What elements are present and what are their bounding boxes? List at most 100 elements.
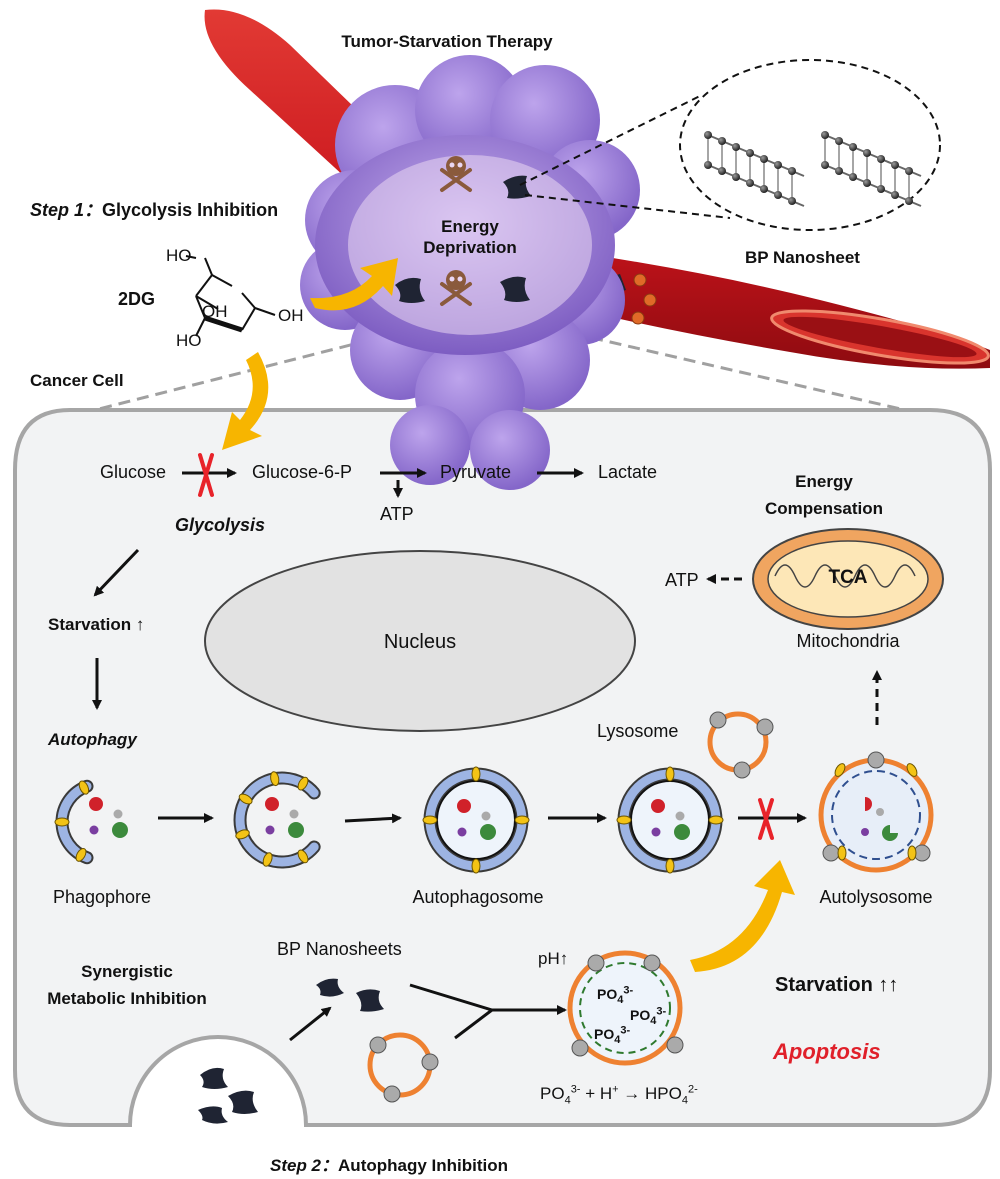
- nanosheet-zoom-ellipse: [679, 59, 941, 231]
- left-flow-arrows: [92, 548, 140, 710]
- membrane-protein: [270, 771, 280, 787]
- bp-nanosheet-icon: [395, 175, 531, 303]
- autophagosome: [422, 766, 530, 874]
- bp-nanosheets-label: BP Nanosheets: [277, 939, 402, 959]
- zoom-guide-line: [519, 94, 703, 186]
- cargo-green-dot: [480, 824, 496, 840]
- membrane-protein: [297, 776, 309, 791]
- 2dg-ho-top: HO: [166, 246, 192, 265]
- lysosome: [707, 711, 774, 779]
- yellow-arrow-to-autolysosome: [690, 860, 795, 972]
- glucose-6-p-label: Glucose-6-P: [252, 462, 353, 482]
- tca-label: TCA: [828, 567, 868, 588]
- phagophore-extending: [233, 771, 321, 869]
- energy-compensation-line2: Compensation: [764, 499, 884, 518]
- phosphate-ion-1: PO43-: [597, 984, 634, 1006]
- membrane-protein: [297, 849, 309, 864]
- 2dg-ho-bottom: HO: [176, 331, 202, 350]
- 2dg-label: 2DG: [118, 289, 156, 309]
- membrane-protein: [422, 815, 438, 825]
- atp-mito-label: ATP: [665, 570, 699, 590]
- cargo-green-dot: [288, 822, 304, 838]
- atp-glycolysis-label: ATP: [380, 504, 414, 524]
- deprivation-label: Deprivation: [423, 238, 517, 257]
- autophagy-label: Autophagy: [48, 730, 137, 749]
- zoom-guide-line: [479, 310, 906, 412]
- tumor-mass: [300, 55, 640, 490]
- skull-icon: [440, 270, 472, 306]
- cargo-red-dot: [651, 799, 665, 813]
- apoptosis-label: Apoptosis: [773, 1039, 881, 1064]
- lactate-label: Lactate: [598, 462, 658, 482]
- cargo-purple-dot: [457, 827, 467, 837]
- mitochondria-label: Mitochondria: [796, 631, 900, 651]
- membrane-protein: [471, 858, 481, 874]
- membrane-protein: [471, 766, 481, 782]
- membrane-protein: [238, 793, 253, 805]
- lysosome-small: [367, 1032, 439, 1103]
- step1-label: Step 1：Glycolysis Inhibition: [30, 200, 279, 220]
- cargo-purple-dot: [265, 825, 275, 835]
- 2dg-structure: [185, 255, 276, 337]
- synergistic-label: Synergistic: [81, 962, 173, 981]
- figure-title: Tumor-Starvation Therapy: [341, 32, 553, 51]
- stage-arrows: [158, 813, 807, 824]
- lysosome-buffered: [567, 950, 684, 1066]
- nucleus-label: Nucleus: [383, 631, 457, 653]
- nucleus: [204, 550, 636, 732]
- phagophore: [54, 779, 128, 865]
- membrane-protein: [54, 817, 70, 827]
- buffer-equation: PO43- + H+ → HPO42-: [540, 1083, 698, 1107]
- bp-lattice-icon: [704, 131, 922, 207]
- cargo-grey-dot: [481, 811, 491, 821]
- cargo-purple-dot: [651, 827, 661, 837]
- phagophore-label: Phagophore: [52, 887, 152, 907]
- cargo-red-dot: [265, 797, 279, 811]
- autolysosome-label: Autolysosome: [819, 887, 933, 907]
- cargo-red-dot: [457, 799, 471, 813]
- autophagosome-label: Autophagosome: [412, 887, 544, 907]
- cargo-grey-dot: [113, 809, 123, 819]
- pyruvate-label: Pyruvate: [440, 462, 512, 482]
- phosphate-ion-3: PO43-: [594, 1024, 631, 1046]
- mitochondria: [752, 528, 944, 630]
- 2dg-oh-b: OH: [278, 306, 304, 325]
- glycolysis-block-cross: [198, 453, 214, 497]
- phosphate-ion-2: PO43-: [630, 1005, 667, 1027]
- yellow-arrow-2dg-to-cell: [222, 352, 269, 450]
- membrane-protein: [75, 848, 87, 862]
- ph-label: pH↑: [538, 949, 569, 968]
- starvation-label: Starvation ↑: [48, 615, 145, 634]
- step2-label: Step 2：Autophagy Inhibition: [270, 1156, 508, 1175]
- cargo-red-dot: [89, 797, 103, 811]
- glycolysis-label: Glycolysis: [175, 515, 266, 535]
- yellow-arrow-2dg-to-tumor: [310, 258, 398, 311]
- cargo-grey-dot: [289, 809, 299, 819]
- cargo-green-dot: [112, 822, 128, 838]
- glucose-label: Glucose: [100, 462, 167, 482]
- skull-icon: [440, 156, 472, 192]
- autophagosome-second: [616, 766, 724, 874]
- membrane-protein: [665, 766, 675, 782]
- cargo-green-dot: [674, 824, 690, 840]
- membrane-protein: [78, 780, 90, 795]
- membrane-protein: [514, 815, 530, 825]
- energy-compensation-line1: Energy: [795, 472, 853, 491]
- lysosome-label: Lysosome: [597, 721, 679, 741]
- bp-nanosheet-icon: [198, 978, 384, 1124]
- membrane-protein: [708, 815, 724, 825]
- zoom-guide-line: [524, 194, 731, 219]
- bp-nanosheet-label: BP Nanosheet: [745, 248, 860, 267]
- membrane-protein: [616, 815, 632, 825]
- membrane-protein: [665, 858, 675, 874]
- energy-label: Energy: [441, 217, 499, 236]
- membrane-protein: [262, 852, 273, 867]
- autolysosome: [818, 751, 934, 873]
- cargo-grey-dot: [675, 811, 685, 821]
- membrane-protein: [235, 829, 250, 840]
- cancer-cell-label: Cancer Cell: [30, 371, 124, 390]
- bottom-arrows: [289, 983, 567, 1042]
- cargo-purple-dot: [89, 825, 99, 835]
- fusion-block-cross: [758, 798, 774, 840]
